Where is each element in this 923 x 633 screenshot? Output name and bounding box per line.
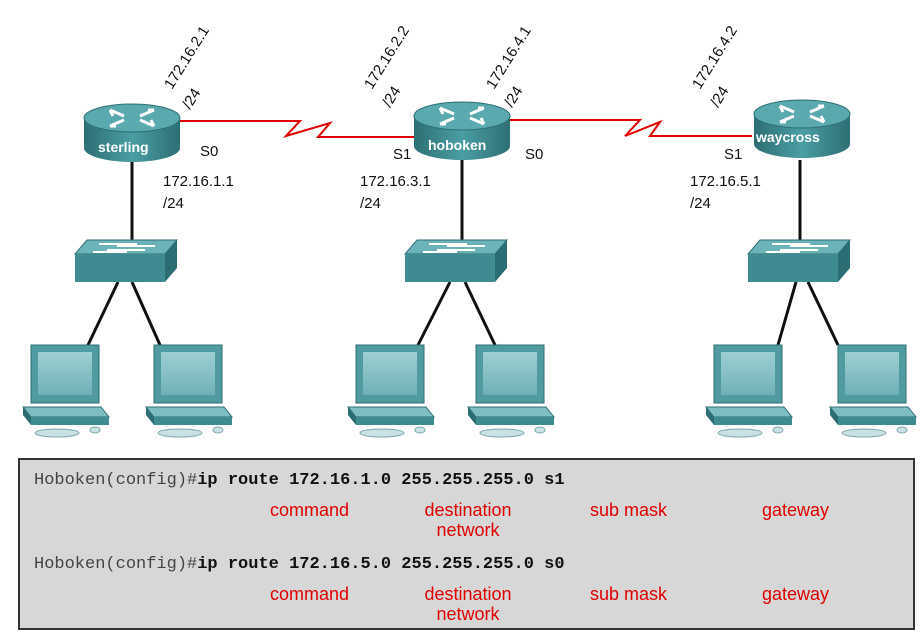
command-line-2: Hoboken(config)#ip route 172.16.5.0 255.… <box>34 555 565 574</box>
cmd2-network-word: network <box>436 604 500 624</box>
pc-sterling-1[interactable] <box>22 344 110 438</box>
pc-waycross-2[interactable] <box>829 344 917 438</box>
cmd2-prompt: Hoboken(config)# <box>34 555 198 574</box>
cmd2-annotation-submask: sub mask <box>590 584 668 604</box>
sterling-lan-mask: /24 <box>163 195 184 212</box>
cmd2-annotation-command: command <box>270 584 350 604</box>
pc-sterling-2[interactable] <box>145 344 233 438</box>
network-topology-diagram: sterling hoboken waycross 172.16.2.1 /24… <box>22 23 917 438</box>
cmd1-keyword: ip route <box>197 471 279 490</box>
switch-sterling[interactable] <box>74 239 178 283</box>
waycross-lan-ip: 172.16.5.1 <box>690 173 761 190</box>
hoboken-s1-label: S1 <box>393 146 411 163</box>
pc-hoboken-1[interactable] <box>347 344 435 438</box>
serial-link-sterling-hoboken <box>180 120 425 138</box>
waycross-s1-label: S1 <box>724 146 742 163</box>
cmd1-network-word: network <box>436 520 500 540</box>
router-sterling-label: sterling <box>98 139 149 155</box>
command-line-1: Hoboken(config)#ip route 172.16.1.0 255.… <box>34 471 565 490</box>
pc-connections <box>86 281 840 346</box>
router-sterling[interactable]: sterling <box>82 102 182 164</box>
link1-left-ip: 172.16.2.1 <box>161 23 213 92</box>
cmd2-mask: 255.255.255.0 <box>401 555 534 574</box>
sterling-s0-label: S0 <box>200 143 218 160</box>
link2-left-mask: /24 <box>501 83 526 110</box>
cmd1-mask: 255.255.255.0 <box>401 471 534 490</box>
cmd1-destination-word: destination <box>424 500 512 520</box>
serial-link-hoboken-waycross <box>510 119 752 137</box>
waycross-lan-mask: /24 <box>690 195 711 212</box>
link1-right-mask: /24 <box>379 83 404 110</box>
cmd1-annotation-gateway: gateway <box>762 500 830 520</box>
hoboken-s0-label: S0 <box>525 146 543 163</box>
cmd2-network: 172.16.5.0 <box>289 555 392 574</box>
router-hoboken[interactable]: hoboken <box>412 100 512 162</box>
link2-right-ip: 172.16.4.2 <box>689 23 741 92</box>
switch-hoboken[interactable] <box>404 239 508 283</box>
router-hoboken-label: hoboken <box>428 137 486 153</box>
sterling-lan-ip: 172.16.1.1 <box>163 173 234 190</box>
cmd2-keyword: ip route <box>197 555 279 574</box>
command-panel: Hoboken(config)#ip route 172.16.1.0 255.… <box>18 458 915 630</box>
cmd1-network: 172.16.1.0 <box>289 471 392 490</box>
link1-left-mask: /24 <box>179 85 204 112</box>
pc-waycross-1[interactable] <box>705 344 793 438</box>
cmd2-destination-word: destination <box>424 584 512 604</box>
hoboken-lan-mask: /24 <box>360 195 381 212</box>
cmd2-gateway: s0 <box>544 555 565 574</box>
cmd2-annotation-gateway: gateway <box>762 584 830 604</box>
link1-right-ip: 172.16.2.2 <box>361 23 413 92</box>
cmd1-annotation-submask: sub mask <box>590 500 668 520</box>
pc-hoboken-2[interactable] <box>467 344 555 438</box>
switch-waycross[interactable] <box>747 239 851 283</box>
router-waycross-label: waycross <box>755 129 820 145</box>
cmd1-prompt: Hoboken(config)# <box>34 471 198 490</box>
router-waycross[interactable]: waycross <box>752 98 852 160</box>
link2-left-ip: 172.16.4.1 <box>483 23 535 92</box>
cmd1-annotation-command: command <box>270 500 350 520</box>
link2-right-mask: /24 <box>707 83 732 110</box>
hoboken-lan-ip: 172.16.3.1 <box>360 173 431 190</box>
cmd1-gateway: s1 <box>544 471 565 490</box>
